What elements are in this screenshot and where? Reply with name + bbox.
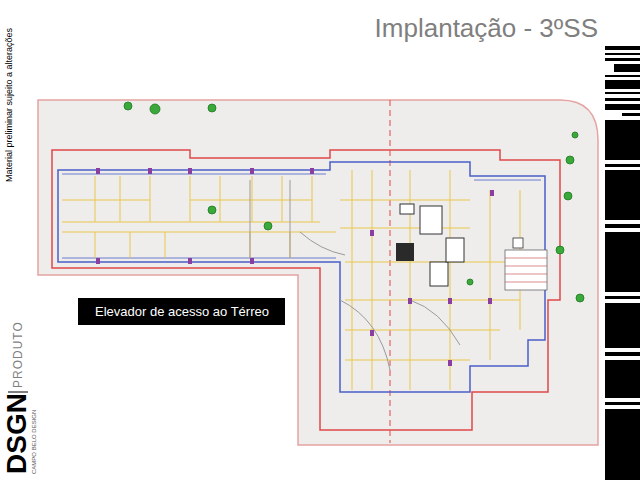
slide-title: Implantação - 3ºSS (375, 13, 598, 44)
side-bars (605, 46, 640, 480)
logo-subtitle: PRODUTO (10, 321, 26, 388)
logo-text: DSGN (2, 393, 32, 474)
callout-box: Elevador de acesso ao Térreo (78, 298, 285, 325)
callout-text: Elevador de acesso ao Térreo (95, 304, 285, 319)
preliminary-note: Material preliminar sujeito a alterações (4, 28, 14, 182)
elevator (396, 243, 414, 261)
logo-tagline: CAMPO BELO DESIGN (31, 410, 38, 474)
